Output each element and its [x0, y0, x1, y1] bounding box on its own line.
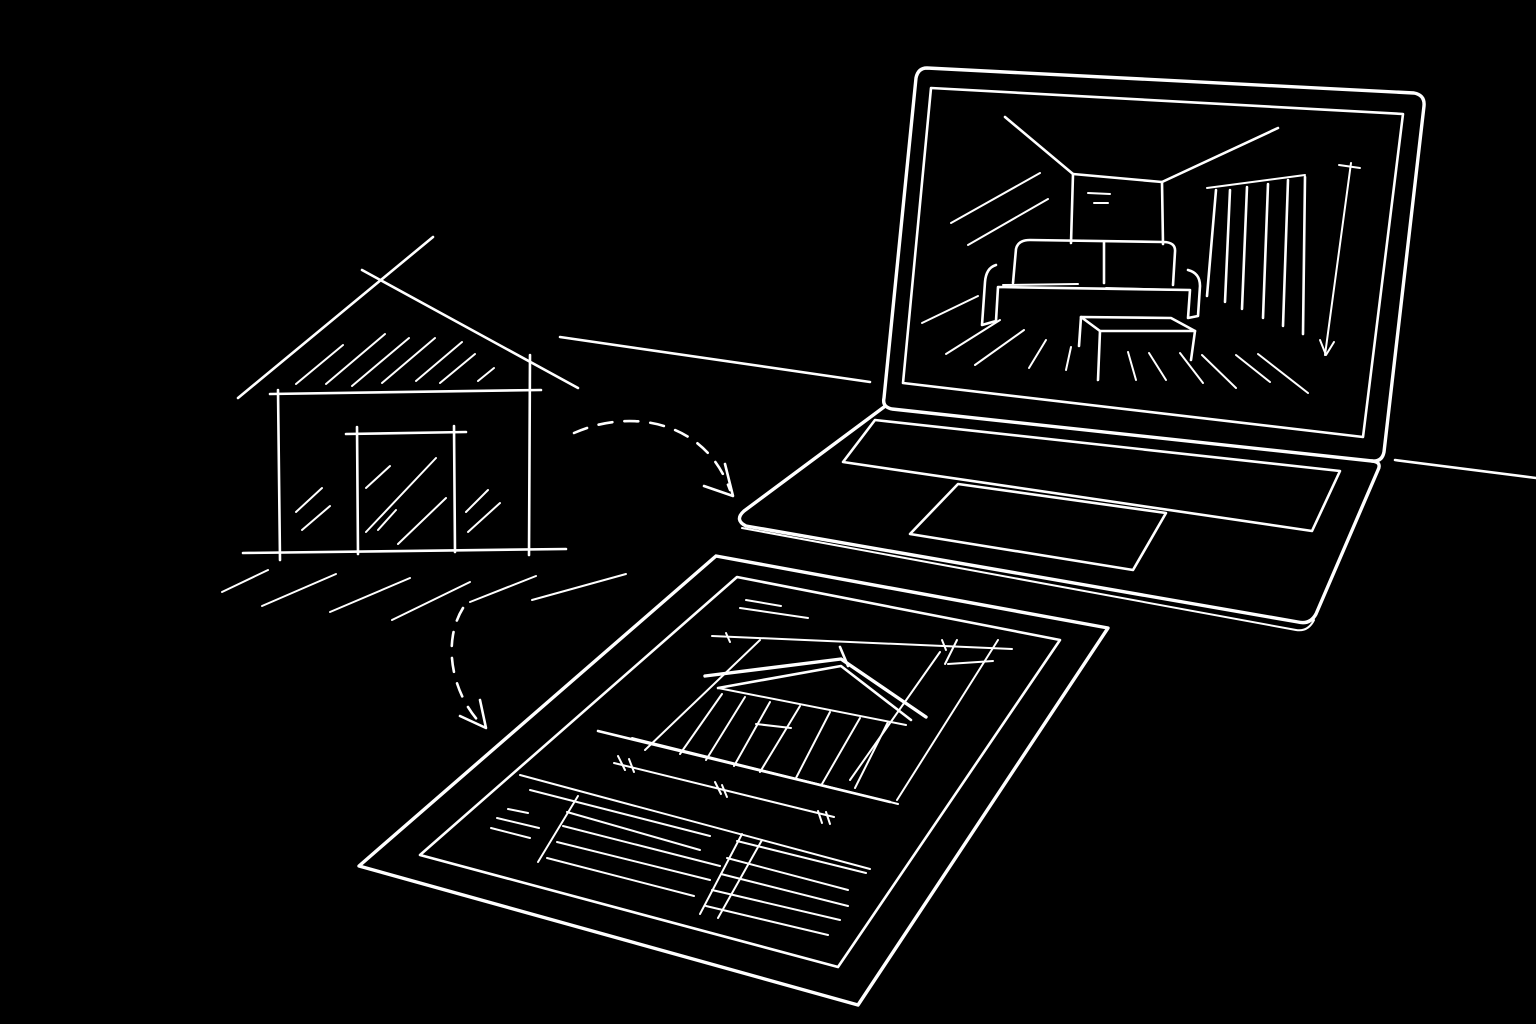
table-edge-lines [558, 335, 1536, 480]
house-sketch [221, 235, 627, 621]
room-interior-sketch [921, 115, 1361, 394]
blueprint-roof [703, 657, 928, 719]
tablet-frame [357, 554, 1110, 1007]
laptop-touchpad [908, 482, 1168, 572]
tablet-screen [418, 575, 1062, 969]
laptop-lid [881, 66, 1426, 463]
laptop-screen [901, 86, 1405, 439]
sofa-sketch [1011, 238, 1177, 287]
laptop-keyboard [841, 418, 1342, 533]
blueprint-tablet [357, 554, 1110, 1007]
coffee-table-sketch [1079, 315, 1197, 333]
laptop [737, 66, 1426, 632]
dashed-arrow-to-tablet [450, 606, 488, 730]
laptop-base [737, 405, 1381, 625]
blueprint-drawing [490, 599, 1013, 936]
dashed-arrow-to-laptop [572, 419, 735, 498]
